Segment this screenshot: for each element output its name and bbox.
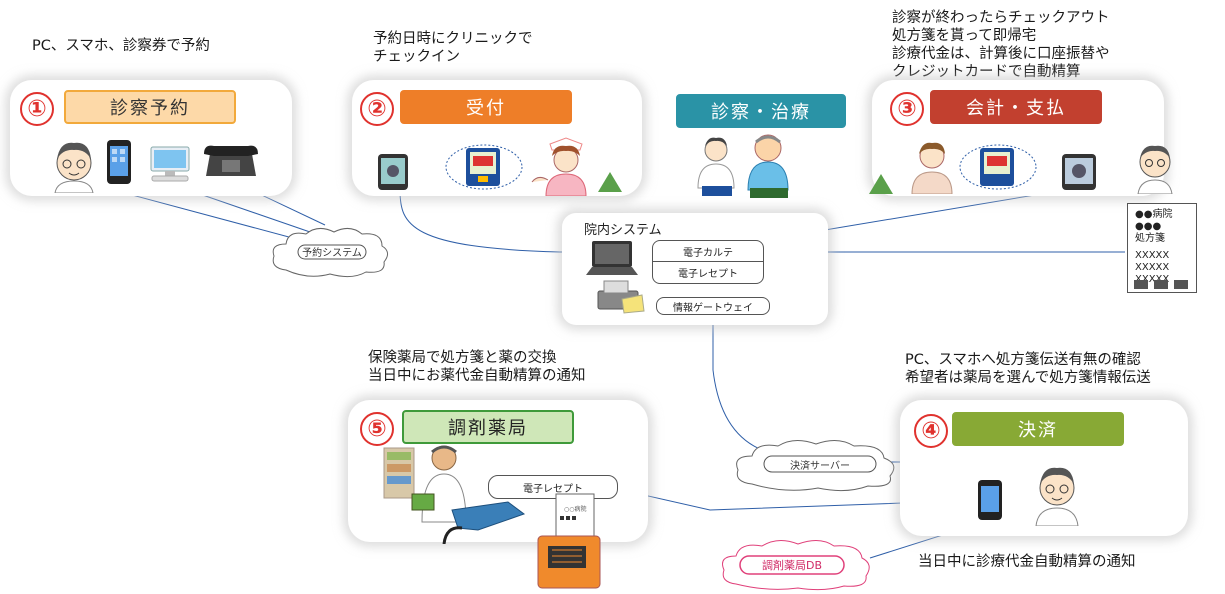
pharmacy-db-label: 調剤薬局DB <box>761 559 823 572</box>
printer-icon <box>597 280 645 314</box>
step-header-reservation: 診察予約 <box>64 90 236 124</box>
prescription-hospital: ●●病院 <box>1135 209 1173 220</box>
step-number-5: ⑤ <box>360 412 394 446</box>
stamp-icon <box>1134 280 1188 289</box>
step-number-4: ④ <box>914 414 948 448</box>
smartphone-icon <box>978 480 1002 520</box>
doctor-icon <box>54 142 94 193</box>
note-checkin: 予約日時にクリニックで チェックイン <box>373 31 533 65</box>
note-pharmacy: 保険薬局で処方箋と薬の交換 当日中にお薬代金自動精算の通知 <box>368 350 586 384</box>
patient-icon <box>1137 145 1173 194</box>
receipt-label: 電子レセプト <box>678 268 738 280</box>
prescription-row: XXXXX <box>1135 274 1170 285</box>
card-reader-icon <box>445 144 523 190</box>
laptop-icon <box>586 241 638 275</box>
panel-checkout: ③ 会計・支払 <box>869 80 1164 196</box>
gateway-label: 情報ゲートウェイ <box>656 297 770 315</box>
panel-settlement: ④ 決済 <box>900 400 1188 536</box>
note-transmit: PC、スマホへ処方箋伝送有無の確認 希望者は薬局を選んで処方箋情報伝送 <box>905 352 1151 386</box>
fax-paper-text: ○○病院 <box>564 506 587 513</box>
pharmacy-db-cloud <box>722 540 870 591</box>
pc-icon <box>150 146 190 182</box>
card-reader-icon <box>959 144 1037 190</box>
pharmacy-receipt-label: 電子レセプト <box>488 475 618 499</box>
pharmacist-icon <box>383 445 467 523</box>
tree-icon <box>598 172 622 192</box>
step-header-checkout: 会計・支払 <box>930 90 1102 124</box>
patient-icon <box>1035 467 1079 526</box>
step-header-settlement: 決済 <box>952 412 1124 446</box>
tablet-icon <box>378 154 408 190</box>
clerk-icon <box>911 142 953 194</box>
note-checkout: 診察が終わったらチェックアウト 処方箋を貰って即帰宅 診療代金は、計算後に口座振… <box>892 10 1110 80</box>
nurse-icon <box>531 137 587 196</box>
smartphone-icon <box>107 140 131 184</box>
clinic-system-title: 院内システム <box>584 223 662 238</box>
note-notify: 当日中に診療代金自動精算の通知 <box>918 554 1136 570</box>
panel-pharmacy: ⑤ 調剤薬局 電子レセプト ○○病院 <box>348 400 648 589</box>
reservation-system-label: 予約システム <box>302 247 362 259</box>
settlement-server-cloud <box>736 440 895 492</box>
reservation-system-cloud <box>272 228 388 278</box>
step-number-2: ② <box>360 92 394 126</box>
fax-machine-icon <box>537 493 601 589</box>
prescription-row: XXXXX <box>1135 262 1170 273</box>
note-reservation: PC、スマホ、診察券で予約 <box>32 38 210 54</box>
barcode-scanner-icon <box>442 501 526 544</box>
prescription-dots: ●●● <box>1135 221 1162 232</box>
ehr-label: 電子カルテ <box>653 241 763 262</box>
step-number-1: ① <box>20 92 54 126</box>
prescription-paper: ●●病院 ●●● 処方箋 XXXXX XXXXX XXXXX <box>1127 203 1197 293</box>
tablet-icon <box>1062 154 1096 190</box>
settlement-server-label: 決済サーバー <box>790 460 850 472</box>
ehr-stack: 電子カルテ 電子レセプト <box>652 240 764 284</box>
telephone-icon <box>204 145 258 176</box>
tree-icon <box>869 174 893 194</box>
prescription-title: 処方箋 <box>1135 233 1165 244</box>
panel-clinic-system: 院内システム 電子カルテ 電子レセプト 情報ゲートウェイ <box>562 213 828 325</box>
step-number-3: ③ <box>890 92 924 126</box>
step-header-reception: 受付 <box>400 90 572 124</box>
step-header-diagnosis: 診察・治療 <box>676 94 846 128</box>
step-header-pharmacy: 調剤薬局 <box>402 410 574 444</box>
panel-reception: ② 受付 <box>352 80 642 196</box>
prescription-row: XXXXX <box>1135 250 1170 261</box>
panel-reservation: ① 診察予約 <box>10 80 292 196</box>
doctor-patient-icon <box>697 134 789 198</box>
